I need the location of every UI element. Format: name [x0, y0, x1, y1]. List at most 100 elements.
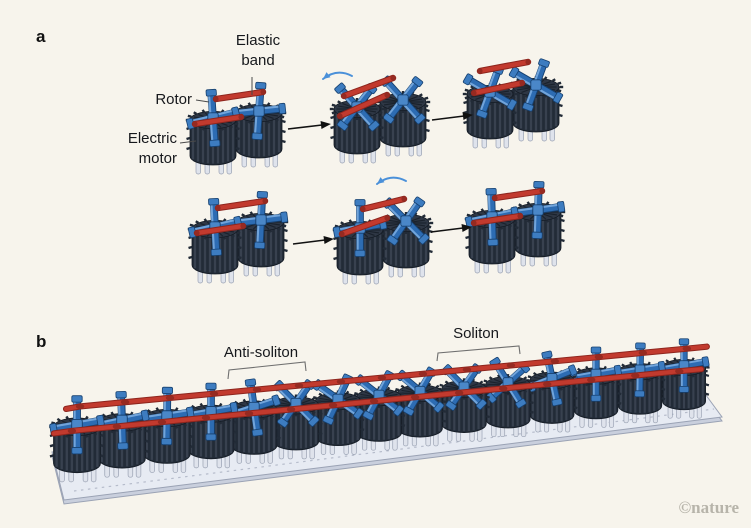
- motor-top-spoke: [383, 98, 399, 102]
- rotor-arm-cap: [280, 211, 289, 223]
- elastic-band-label-line2: band: [241, 52, 275, 69]
- motor-tooth: [512, 110, 517, 115]
- rotor-arm-cap: [160, 437, 173, 446]
- motor-fin: [384, 225, 388, 263]
- motor-tooth: [560, 228, 565, 233]
- elastic-band-lower: [471, 80, 525, 96]
- motor-top-spoke: [281, 399, 293, 405]
- motor-tooth: [603, 365, 607, 370]
- motor-tooth: [704, 369, 708, 373]
- motor-tooth: [189, 223, 194, 227]
- rotor-arm-cap: [538, 58, 550, 68]
- motor-tooth: [333, 246, 338, 251]
- elastic-band-upper: [492, 188, 545, 201]
- motor-tooth: [673, 357, 677, 361]
- motor-fin: [531, 382, 534, 418]
- motor-top-spoke: [265, 222, 281, 226]
- motor-top-spoke: [386, 223, 402, 227]
- motor-fin: [272, 115, 276, 155]
- motor-fin: [505, 221, 509, 261]
- motor-fin: [91, 428, 94, 470]
- panel-a-scene: [185, 58, 566, 285]
- step-arrow: [292, 236, 334, 245]
- motor-fin: [299, 407, 303, 449]
- motor-tooth: [528, 379, 533, 383]
- band-joint: [192, 121, 198, 127]
- elastic-band-upper: [477, 59, 531, 74]
- motor-tooth: [333, 236, 338, 241]
- motor-tooth: [480, 208, 485, 212]
- motor-top-spoke: [337, 105, 353, 109]
- band-joint: [587, 377, 596, 383]
- motor-tooth: [463, 120, 468, 125]
- motor-tooth: [333, 256, 338, 261]
- motor-tooth: [65, 434, 69, 438]
- motor-top-spoke: [409, 217, 421, 223]
- rotor-hub: [397, 94, 409, 106]
- motor-tooth: [234, 122, 239, 126]
- motor-fin: [231, 122, 235, 160]
- motor-tooth: [144, 429, 150, 433]
- motor-fin: [521, 214, 525, 254]
- motor-fin: [604, 377, 607, 417]
- motor-tooth: [330, 115, 335, 120]
- motor-fin: [223, 231, 227, 272]
- motor-fin: [341, 403, 345, 445]
- rotor-arm-cap: [476, 109, 488, 119]
- motor-tooth: [367, 237, 372, 241]
- motor-tooth: [485, 414, 490, 419]
- motor-fin: [428, 395, 431, 435]
- motor-tooth: [331, 111, 336, 115]
- electric-motor-label-line2: motor: [138, 150, 177, 167]
- electric-motor: [375, 75, 431, 157]
- motor-fin: [269, 224, 273, 265]
- rotor-arm-cap: [115, 390, 127, 399]
- band-joint: [471, 90, 477, 96]
- motor-tooth: [439, 383, 444, 387]
- motor-tooth: [529, 391, 534, 395]
- motor-tooth: [543, 94, 548, 98]
- motor-fin: [224, 415, 228, 456]
- motor-tooth: [691, 357, 695, 361]
- motor-tooth: [228, 125, 233, 129]
- rotor-arm-cap: [244, 378, 257, 387]
- motor-tooth: [340, 221, 345, 225]
- motor-tooth: [527, 375, 532, 379]
- motor-fin: [378, 232, 382, 270]
- rotor-arm-cap: [531, 231, 543, 240]
- motor-tooth: [203, 236, 208, 240]
- rotor-arm-cap: [414, 113, 426, 125]
- electric-motor: [393, 366, 447, 447]
- motor-fin: [242, 115, 246, 155]
- motor-tooth: [326, 408, 331, 412]
- motor-fin: [262, 411, 266, 453]
- motor-top-spoke: [391, 217, 403, 223]
- motor-fin: [419, 225, 423, 265]
- motor-tooth: [155, 425, 159, 429]
- motor-tooth: [478, 101, 483, 105]
- rotor-arm-cap: [522, 102, 534, 112]
- motor-fin: [414, 225, 418, 266]
- motor-fin: [506, 386, 510, 427]
- motor-tooth: [276, 416, 281, 420]
- motor-top-spoke: [264, 222, 276, 228]
- step-arrow-head: [461, 224, 472, 232]
- motor-fin: [198, 231, 202, 271]
- motor-tooth: [497, 101, 502, 105]
- motor-tooth: [573, 386, 578, 391]
- step-arrow-head: [323, 236, 334, 244]
- rotor-arm-cap: [475, 398, 487, 410]
- motor-tooth: [401, 403, 406, 408]
- motor-fin: [585, 377, 588, 417]
- rotor-arm-cap: [701, 356, 710, 368]
- motor-tooth: [144, 439, 150, 443]
- motor-tooth: [266, 120, 271, 124]
- band-joint: [498, 385, 508, 392]
- motor-tooth: [551, 78, 556, 82]
- rotor-arm-cap: [590, 346, 602, 354]
- motor-tooth: [241, 213, 246, 217]
- elastic-band-label-line1: Elastic: [235, 32, 281, 49]
- panel-b-label: b: [36, 332, 47, 351]
- motor-tooth: [235, 126, 240, 131]
- motor-fin: [673, 369, 676, 408]
